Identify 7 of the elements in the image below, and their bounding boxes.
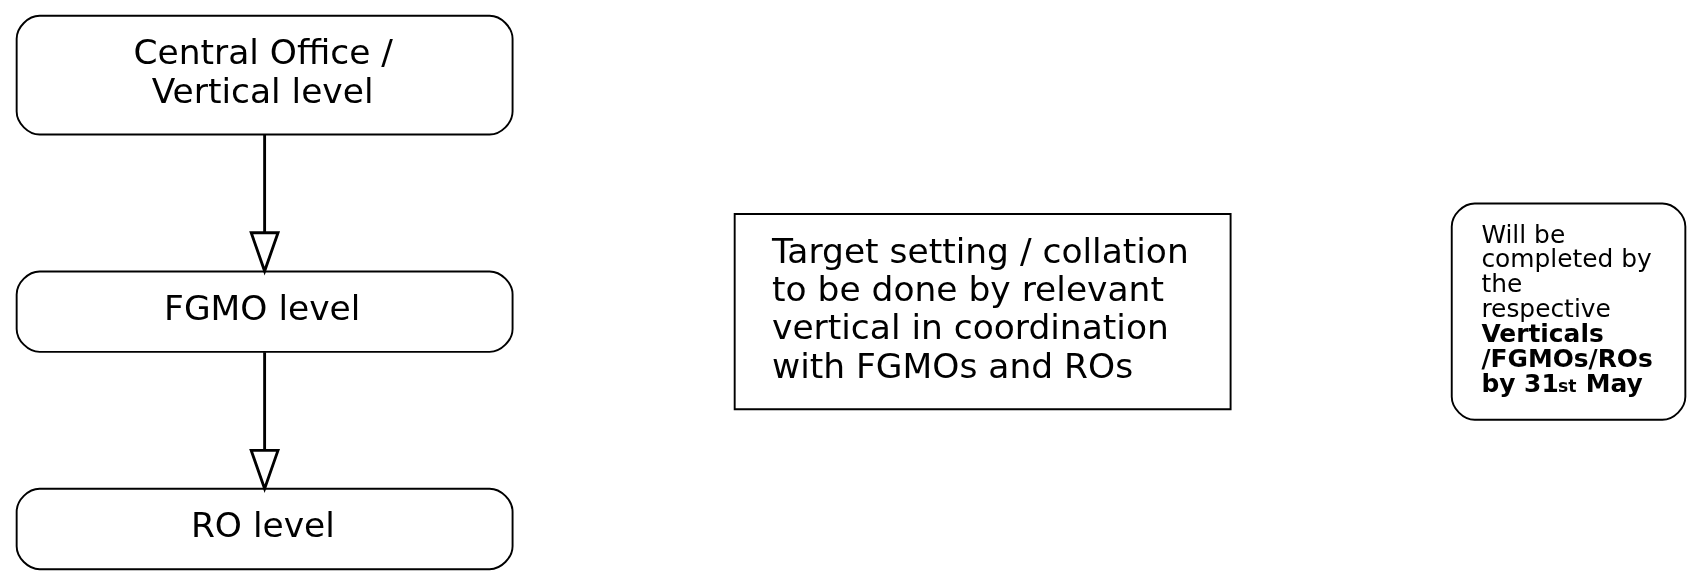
node-box: FGMO level: [15, 270, 514, 353]
node-box: Target setting / collation to be done by relevant vertical in coordination with FGMOs and ROs: [733, 213, 1232, 411]
node-box: RO level: [15, 487, 514, 571]
node-box: Central Office / Vertical level: [15, 14, 514, 136]
arrow: [248, 352, 280, 494]
node-box: Will be completed by the respective Verticals /FGMOs/ROs by 31st May: [1450, 202, 1686, 421]
arrow: [248, 134, 280, 276]
